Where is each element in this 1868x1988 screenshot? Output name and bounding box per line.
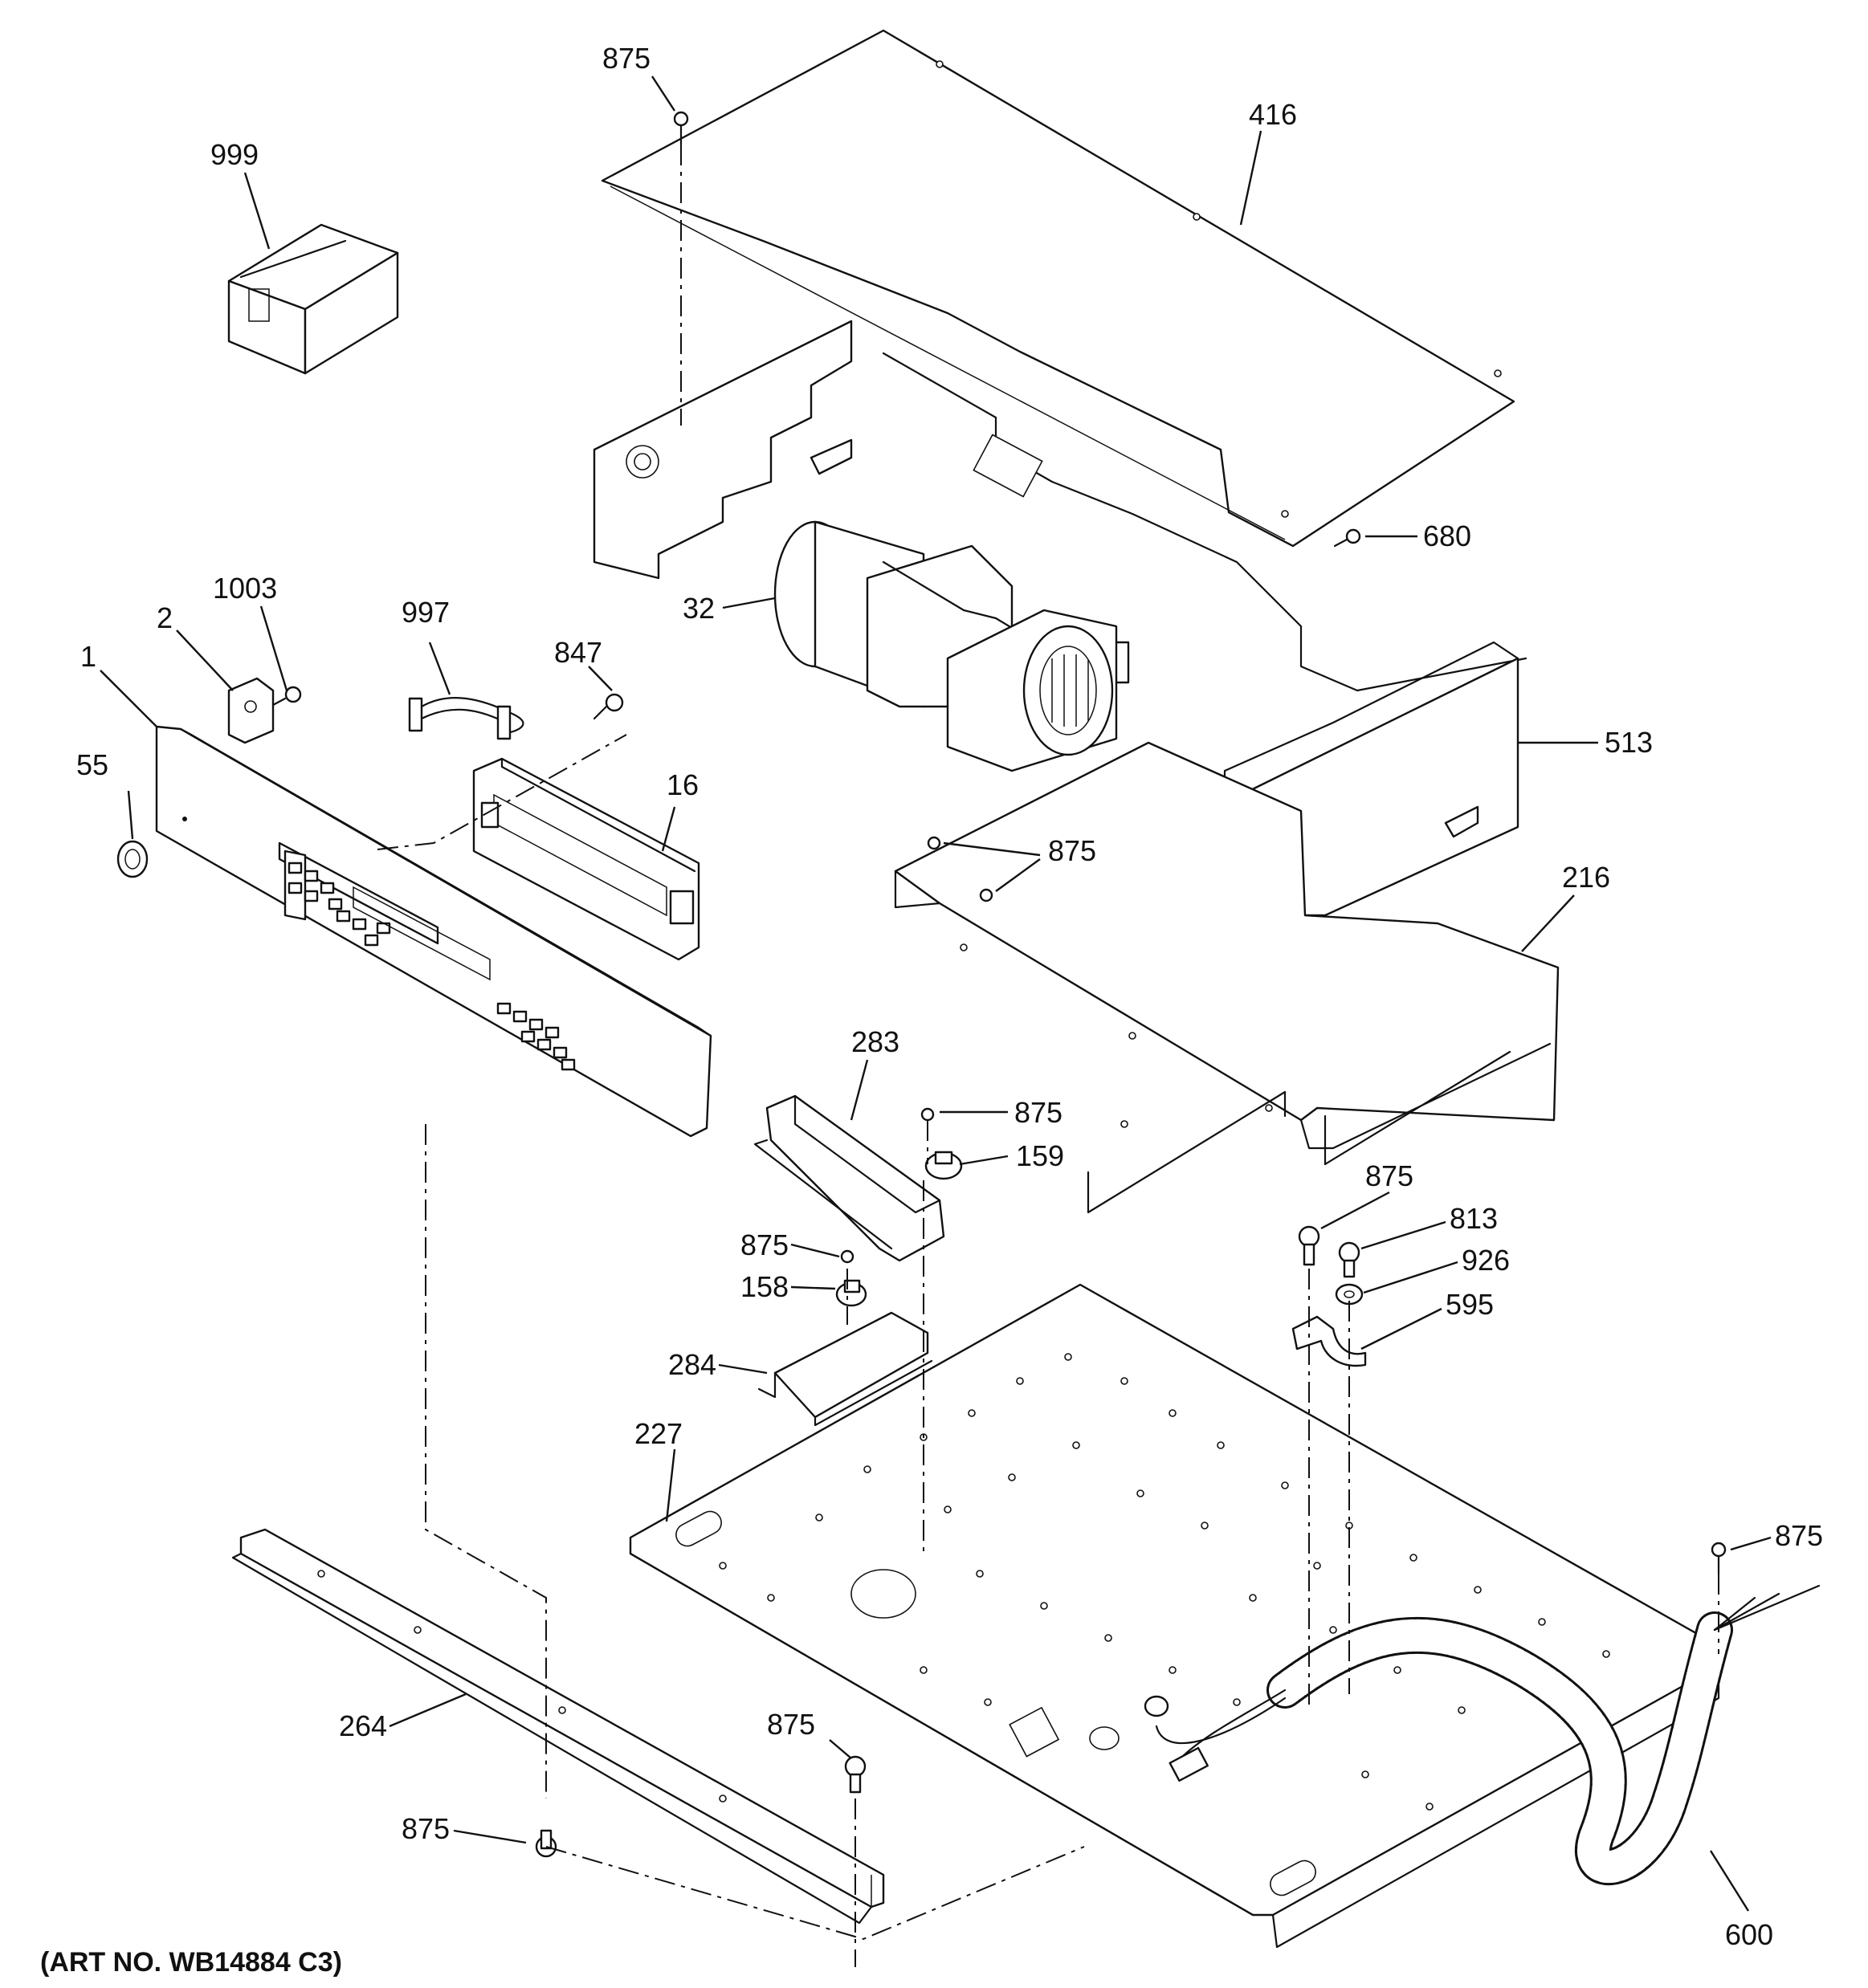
callout-813: 813 [1450,1202,1498,1235]
callout-55: 55 [76,748,108,781]
literature-package-999 [227,223,399,375]
screw-813 [1338,1241,1360,1278]
bottom-plate-holes [719,1353,1610,1811]
art-number-caption: (ART NO. WB14884 C3) [40,1947,342,1978]
callout-284: 284 [668,1348,716,1381]
bottom-plate-227 [629,1283,1720,1949]
power-cord-600 [1144,1584,1821,1886]
callout-875-g: 875 [767,1708,815,1741]
clamp-595 [1291,1315,1367,1367]
callout-1003: 1003 [213,572,277,605]
callout-416: 416 [1249,98,1297,131]
callout-595: 595 [1446,1288,1494,1321]
control-panel-backsplash-1 [155,725,712,1138]
callout-283: 283 [851,1025,899,1058]
assembly-lines [377,145,1719,1967]
blower-motor-assembly-32 [773,520,1130,772]
callout-600: 600 [1725,1918,1773,1951]
screw-875-f [1711,1542,1727,1575]
callout-32: 32 [683,592,715,625]
callout-2: 2 [157,601,173,634]
top-cover-panel-416 [601,29,1515,548]
callout-875-d: 875 [1365,1159,1413,1192]
callout-875-a: 875 [602,42,651,75]
callout-999: 999 [210,138,259,171]
screw-875-a [673,111,689,146]
callout-875-h: 875 [402,1812,450,1845]
leader-lines [100,75,1772,1912]
callout-875-e: 875 [740,1228,789,1261]
channel-283 [753,1094,945,1262]
callout-227: 227 [634,1417,683,1450]
screw-875-e [840,1249,854,1264]
callout-997: 997 [402,596,450,629]
bracket-284 [757,1311,933,1427]
callout-216: 216 [1562,861,1610,894]
screw-847 [593,693,624,720]
screw-875-g [844,1755,867,1794]
callout-159: 159 [1016,1139,1064,1172]
lower-shield-216 [894,741,1560,1214]
screw-875-d [1298,1225,1320,1266]
screw-875-b [927,836,993,902]
keypad-buttons [288,862,576,1071]
callout-875-c: 875 [1014,1096,1062,1129]
thermostat-159 [924,1151,963,1180]
callout-926: 926 [1462,1244,1510,1277]
screw-875-c [920,1107,935,1122]
callout-680: 680 [1423,519,1471,552]
thermostat-158 [835,1279,867,1307]
electronic-control-board-16 [472,757,700,961]
callout-513: 513 [1605,726,1653,759]
callout-847: 847 [554,636,602,669]
bracket-2 [227,677,275,744]
callout-labels: 875 416 999 680 1003 2 1 997 847 32 55 1… [76,42,1823,1951]
callout-875-b: 875 [1048,834,1096,867]
callout-1: 1 [80,640,96,673]
callout-264: 264 [339,1709,387,1742]
callout-158: 158 [740,1270,789,1303]
cap-ring-55 [116,840,149,878]
callout-16: 16 [667,768,699,801]
screw-875-h [535,1829,557,1858]
ribbon-harness-997 [408,697,524,740]
screw-680 [1333,528,1361,548]
screw-1003 [271,686,302,707]
callout-875-f: 875 [1775,1519,1823,1552]
